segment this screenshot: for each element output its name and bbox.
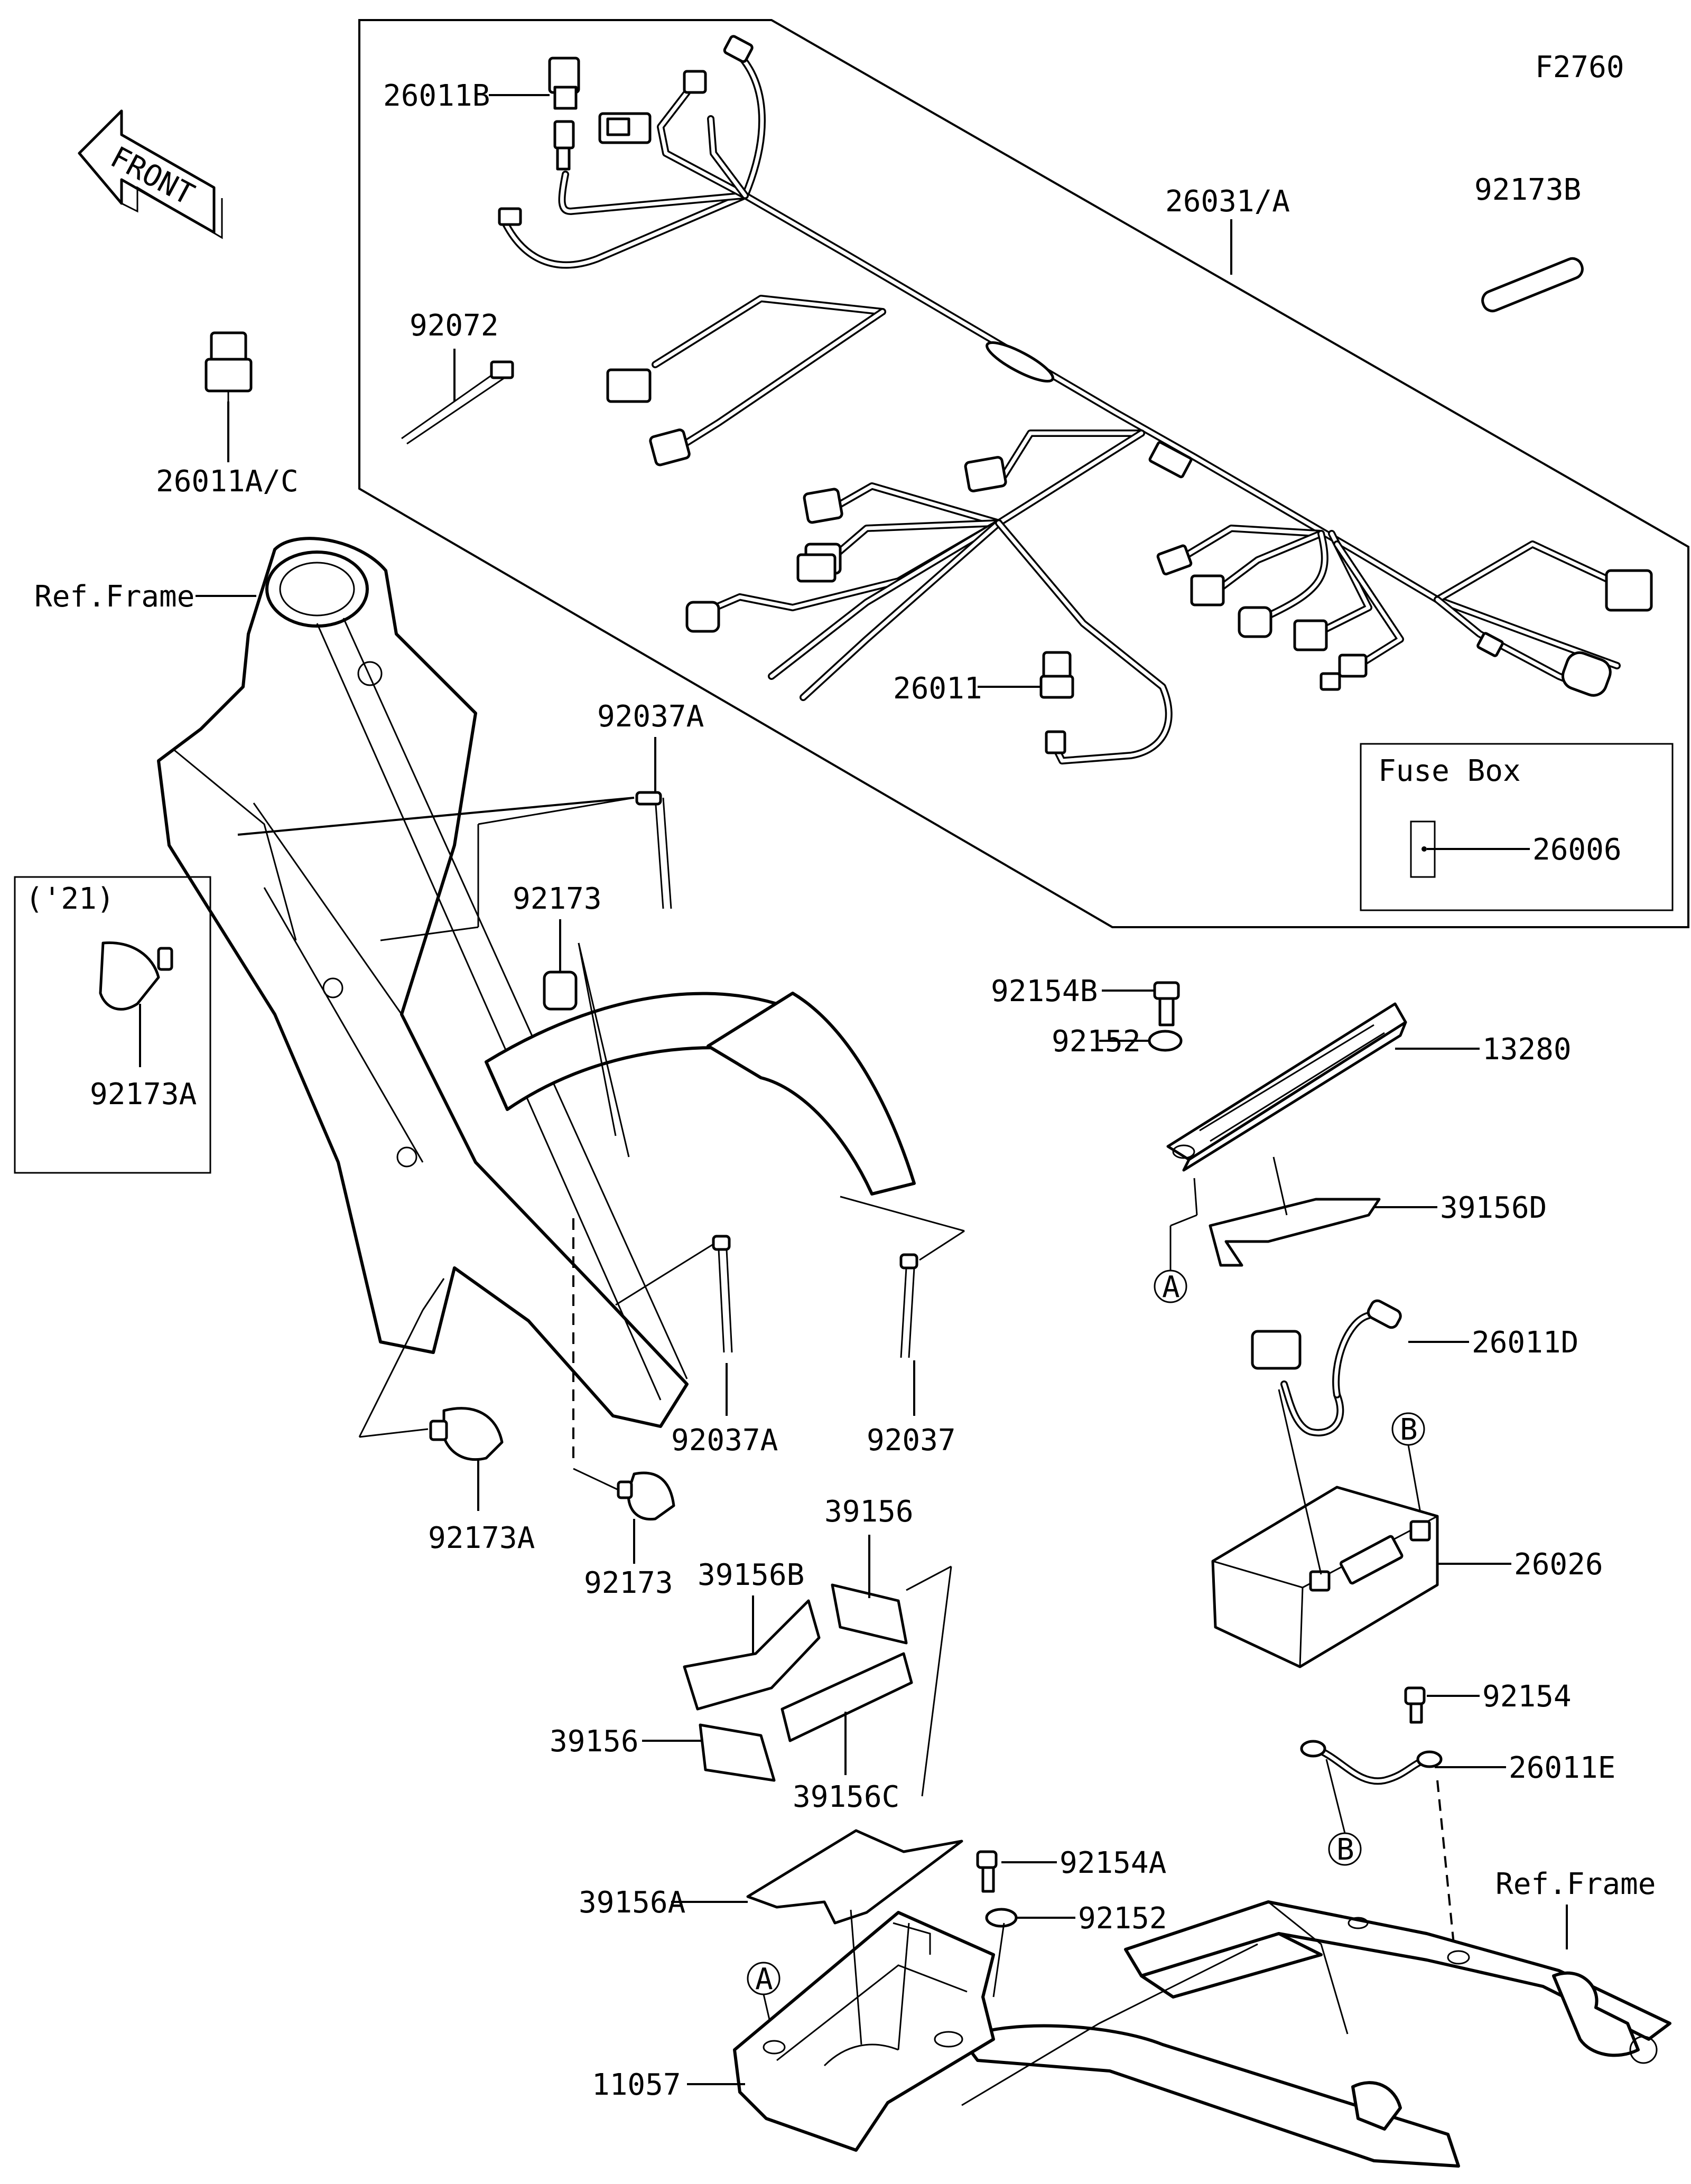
label-92173-top: 92173 [513, 882, 602, 916]
label-13280: 13280 [1482, 1032, 1572, 1067]
ref-frame-left-label: Ref.Frame [34, 580, 194, 614]
washer-92152-top [1148, 1030, 1183, 1052]
label-39156A: 39156A [579, 1886, 685, 1920]
harness-connectors [498, 35, 1653, 754]
bolt-92037A-top [635, 791, 672, 909]
harness-group-outline [358, 19, 1689, 928]
label-26011E: 26011E [1509, 1751, 1615, 1785]
relay-26011AC [205, 331, 253, 402]
label-26011D: 26011D [1472, 1326, 1578, 1360]
callout-b-top: B [1400, 1413, 1418, 1447]
pad-39156-top [831, 1583, 908, 1645]
label-92037: 92037 [867, 1423, 956, 1458]
main-frame-drawing [157, 537, 916, 1428]
fuse-box-title: Fuse Box [1378, 754, 1521, 788]
fuse-part-number: 26006 [1532, 833, 1622, 867]
label-26031A: 26031/A [1165, 184, 1290, 219]
label-92037A-top: 92037A [597, 699, 704, 734]
band-92072 [401, 360, 514, 445]
clamp-92173-bottom [617, 1471, 675, 1521]
lower-frame-drawing [960, 1900, 1671, 2168]
label-11057: 11057 [592, 2068, 681, 2102]
label-39156B: 39156B [698, 1558, 804, 1592]
label-92173-bottom: 92173 [584, 1566, 673, 1600]
label-39156D: 39156D [1440, 1191, 1547, 1225]
label-26011B: 26011B [383, 79, 490, 113]
cable-26011E [1300, 1740, 1443, 1785]
label-92173A-bottom: 92173A [428, 1521, 535, 1555]
bolt-92154B [1153, 981, 1180, 1026]
label-92072: 92072 [410, 309, 499, 343]
bolt-92037 [899, 1253, 918, 1358]
label-26011AC: 26011A/C [156, 464, 299, 499]
bolt-92154A [976, 1850, 998, 1893]
ref-frame-right-label: Ref.Frame [1495, 1867, 1656, 1901]
clamp-92173A-bottom [429, 1407, 504, 1461]
year-note: ('21) [25, 882, 115, 916]
label-39156-top: 39156 [824, 1495, 914, 1529]
pad-39156A [746, 1829, 963, 1925]
bolt-92154 [1404, 1686, 1426, 1724]
cable-26011D [1251, 1299, 1402, 1436]
label-92154A: 92154A [1060, 1846, 1166, 1880]
bolt-92037A-bottom [712, 1235, 733, 1353]
pad-39156D [1209, 1198, 1381, 1267]
clamp-92173A-box [99, 941, 173, 1011]
label-39156C: 39156C [793, 1780, 899, 1814]
callout-a-top: A [1162, 1270, 1180, 1304]
label-26026: 26026 [1514, 1547, 1603, 1582]
cable-tie-92173B [1481, 257, 1584, 313]
pad-39156B [683, 1599, 821, 1711]
label-92154: 92154 [1482, 1679, 1572, 1714]
label-39156-left: 39156 [550, 1724, 639, 1759]
battery-case-11057 [733, 1911, 995, 2152]
label-26011: 26011 [893, 671, 982, 706]
label-92037A-bottom: 92037A [671, 1423, 778, 1458]
label-92152-bottom: 92152 [1078, 1901, 1167, 1936]
callout-a-bottom: A [755, 1962, 773, 1996]
pad-39156C [781, 1652, 913, 1742]
pad-39156-left [699, 1723, 776, 1782]
front-arrow-icon: FRONT [78, 109, 223, 239]
callout-b-bottom: B [1336, 1833, 1354, 1867]
fuse-box-frame [1360, 743, 1674, 911]
washer-92152-bottom [985, 1908, 1018, 1928]
label-92173A-box: 92173A [90, 1077, 197, 1112]
battery-26026 [1211, 1486, 1439, 1668]
label-92173B: 92173B [1474, 173, 1581, 207]
year-note-box [14, 876, 211, 1174]
diagram-code: F2760 [1535, 50, 1624, 85]
label-92154B: 92154B [991, 974, 1098, 1009]
bracket-13280 [1166, 1002, 1407, 1172]
